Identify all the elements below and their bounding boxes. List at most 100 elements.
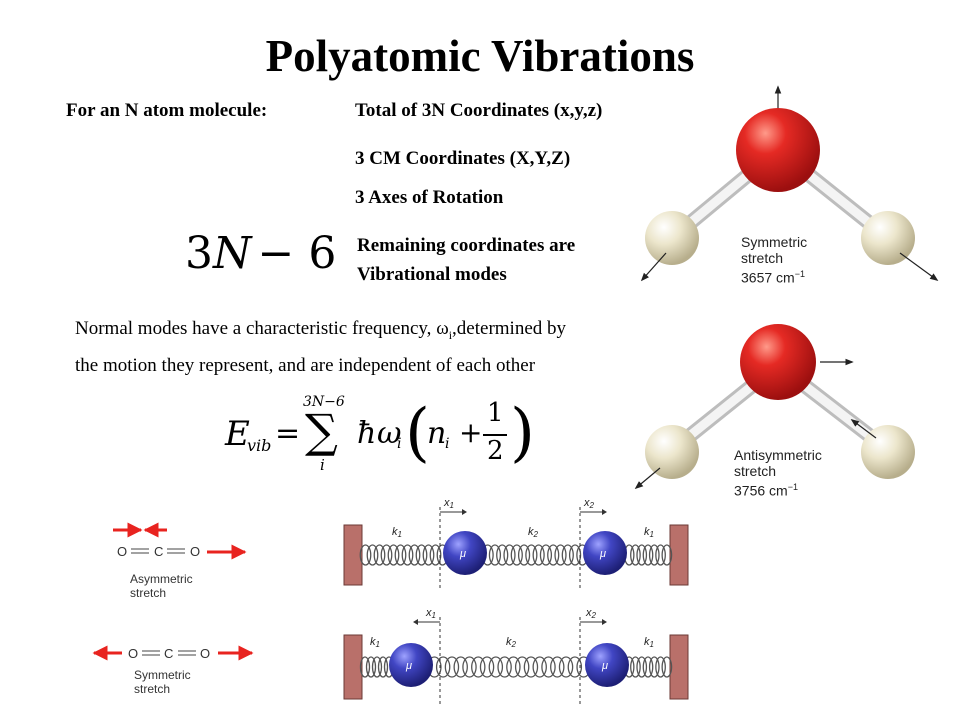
mass-label: μ — [601, 660, 608, 672]
spring-coil-loop — [642, 656, 654, 678]
mass-left — [389, 643, 433, 687]
spring-coil-loop — [648, 656, 660, 678]
hydrogen-atom-left — [645, 211, 699, 265]
oxygen-label: O — [200, 646, 210, 661]
spring-coil-loop — [371, 656, 383, 678]
spring-coil-loop — [550, 656, 565, 678]
water-antisymmetric-stretch-diagram — [634, 324, 915, 490]
spring-mass-symmetric: x1 x2 k1 k2 k1 μ μ — [343, 607, 689, 705]
spring-left — [359, 544, 449, 566]
spring-coil-loop — [408, 544, 421, 566]
spring-coil-loop — [541, 656, 556, 678]
formula-3n-6: 3N− 6 — [185, 228, 337, 279]
hydrogen-left-arrow — [640, 252, 667, 282]
mass-label: μ — [459, 548, 466, 560]
k1-label-left: k1 — [392, 526, 402, 539]
spring-coil-loop — [488, 544, 502, 566]
spring-coil-loop — [394, 544, 407, 566]
spring-coil-loop — [532, 544, 545, 566]
slide-title: Polyatomic Vibrations — [265, 31, 695, 81]
mass-left — [443, 531, 487, 575]
spring-coil-loop — [496, 544, 509, 566]
spring-coil-loop — [554, 544, 567, 566]
oxygen-atom — [740, 324, 816, 400]
symmetric-stretch-caption: Symmetric stretch 3657 cm−1 — [741, 234, 808, 286]
normal-modes-line1: Normal modes have a characteristic frequ… — [75, 318, 567, 342]
mass-label: μ — [599, 548, 606, 560]
spring-coil-loop — [377, 656, 389, 678]
spring-coil-loop — [462, 656, 477, 678]
vibrational-energy-formula: E vib = 3N−6 ∑ i ħ ω i ( n i + 1 2 ) — [225, 394, 535, 474]
k1-label-right: k1 — [644, 526, 654, 539]
spring-right — [623, 656, 673, 678]
spring-coil-loop — [387, 544, 400, 566]
spring-coil-loop — [365, 656, 377, 678]
spring-coil-loop — [655, 544, 666, 566]
spring-middle — [427, 656, 591, 678]
x1-label: x1 — [443, 497, 454, 510]
spring-coil-loop — [471, 656, 486, 678]
spring-coil-loop — [661, 656, 673, 678]
spring-coil-loop — [503, 544, 516, 566]
spring-coil-loop — [366, 544, 379, 566]
spring-coil-loop — [561, 544, 574, 566]
remaining-line1: Remaining coordinates are — [357, 235, 576, 256]
hydrogen-right-arrow — [899, 252, 939, 281]
spring-coil-loop — [444, 656, 460, 678]
mass-label: μ — [405, 660, 412, 672]
co2-asymmetric-diagram: O C O — [113, 522, 247, 560]
spring-coil-loop — [642, 544, 654, 566]
spring-coil-loop — [532, 656, 547, 678]
spring-coil-loop — [510, 544, 523, 566]
total-coordinates: Total of 3N Coordinates (x,y,z) — [355, 100, 603, 121]
spring-middle — [481, 544, 589, 566]
oxygen-label: O — [190, 544, 200, 559]
spring-coil-loop — [429, 544, 442, 566]
x2-label: x2 — [583, 497, 595, 510]
spring-coil-loop — [380, 544, 393, 566]
spring-coil-loop — [630, 656, 641, 678]
co2-symmetric-caption: Symmetric stretch — [134, 668, 191, 696]
spring-coil-loop — [568, 544, 582, 566]
wall-right — [669, 524, 689, 586]
spring-coil-loop — [373, 544, 386, 566]
water-symmetric-stretch-diagram — [640, 85, 939, 282]
co2-symmetric-diagram: O C O — [92, 645, 254, 661]
spring-coil-loop — [525, 544, 538, 566]
mass-right — [585, 643, 629, 687]
spring-coil-loop — [415, 544, 428, 566]
x1-label: x1 — [425, 607, 436, 620]
oxygen-atom — [736, 108, 820, 192]
spring-coil-loop — [523, 656, 539, 678]
intro-label: For an N atom molecule: — [66, 100, 268, 121]
spring-right — [623, 544, 673, 566]
spring-coil-loop — [359, 656, 371, 678]
spring-coil-loop — [567, 656, 583, 678]
spring-coil-loop — [359, 544, 372, 566]
hydrogen-atom-right — [861, 211, 915, 265]
spring-mass-asymmetric: x1 x2 k1 k2 k1 μ μ — [343, 497, 689, 589]
rotation-axes: 3 Axes of Rotation — [355, 187, 504, 208]
wall-left — [343, 634, 363, 700]
spring-coil-loop — [661, 544, 673, 566]
hydrogen-right-arrow — [850, 418, 877, 439]
spring-coil-loop — [636, 544, 648, 566]
spring-coil-loop — [558, 656, 574, 678]
spring-coil-loop — [636, 656, 648, 678]
oxygen-label: O — [117, 544, 127, 559]
hydrogen-atom-right — [861, 425, 915, 479]
oxygen-label: O — [128, 646, 138, 661]
carbon-label: C — [154, 544, 163, 559]
co2-asymmetric-caption: Asymmetric stretch — [130, 572, 193, 600]
spring-coil-loop — [453, 656, 468, 678]
spring-coil-loop — [630, 544, 641, 566]
mass-right — [583, 531, 627, 575]
spring-coil-loop — [435, 656, 451, 678]
wall-right — [669, 634, 689, 700]
spring-coil-loop — [655, 656, 666, 678]
spring-coil-loop — [547, 544, 560, 566]
k2-label: k2 — [528, 526, 539, 539]
k1-label-left: k1 — [370, 636, 380, 649]
spring-coil-loop — [539, 544, 553, 566]
k1-label-right: k1 — [644, 636, 654, 649]
